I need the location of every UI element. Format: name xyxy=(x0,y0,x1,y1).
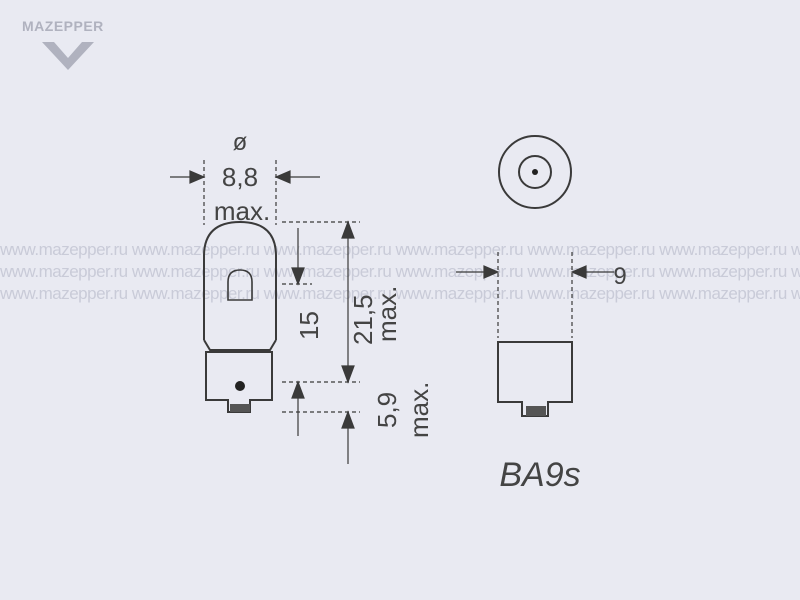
base-height-max-label: max. xyxy=(404,382,434,438)
base-type-label: BA9s xyxy=(499,456,580,494)
base-width-label: 9 xyxy=(613,263,626,290)
watermark-row-3: www.mazepper.ru www.mazepper.ru www.maze… xyxy=(0,284,800,303)
end-view-pin xyxy=(532,169,538,175)
filament xyxy=(227,269,253,301)
logo-chevron-icon xyxy=(42,42,94,70)
base-end-view xyxy=(498,135,572,209)
diameter-value: 8,8 xyxy=(222,162,258,192)
base-height-label: 5,9 xyxy=(372,392,402,428)
bulb-neck xyxy=(203,339,277,351)
length-total-max-label: max. xyxy=(372,286,402,342)
length-total-label: 21,5 xyxy=(348,294,378,345)
diameter-symbol: ø xyxy=(233,129,248,156)
length-bulb-label: 15 xyxy=(294,311,324,340)
logo-text: MAZEPPER xyxy=(22,18,104,34)
watermark-row-1: www.mazepper.ru www.mazepper.ru www.maze… xyxy=(0,240,800,259)
base-pin xyxy=(235,381,245,391)
watermark-row-2: www.mazepper.ru www.mazepper.ru www.maze… xyxy=(0,262,800,281)
bulb-glass xyxy=(203,220,277,340)
diameter-max-label: max. xyxy=(214,196,270,226)
base-side-view xyxy=(497,341,573,417)
side-view-contact xyxy=(526,406,546,416)
brand-logo: MAZEPPER xyxy=(22,18,114,74)
base-contact xyxy=(230,404,250,412)
